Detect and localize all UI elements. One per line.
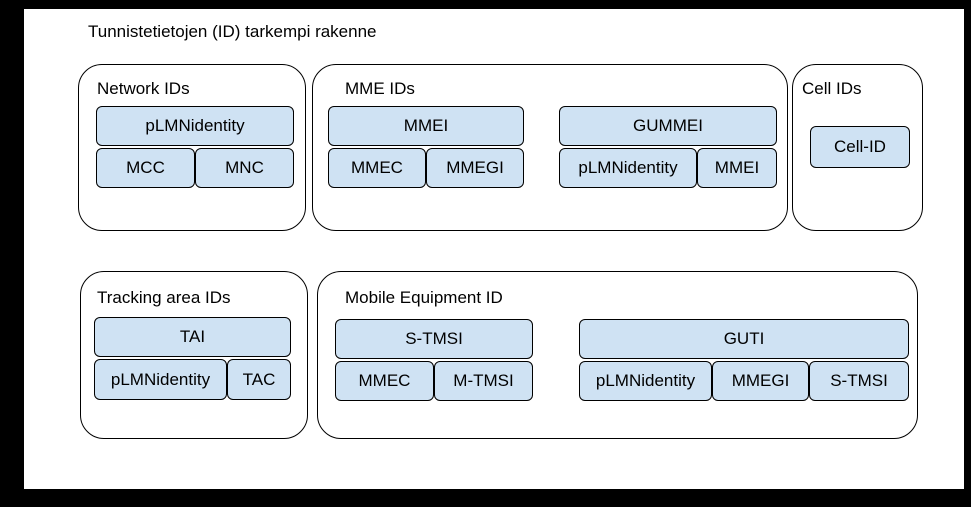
mme-ids-group [312,64,788,231]
network-ids-group [78,64,306,231]
cell-id-box: Cell-ID [810,126,910,168]
mmei-mmegi-box: MMEGI [426,148,524,188]
mme-ids-label: MME IDs [345,79,415,98]
mobile-equipment-id-label: Mobile Equipment ID [345,288,503,307]
s-tmsi-box: S-TMSI [335,319,533,359]
guti-plmnidentity-box: pLMNidentity [579,361,712,401]
guti-mmegi-box: MMEGI [712,361,809,401]
guti-s-tmsi-box: S-TMSI [809,361,909,401]
s-tmsi-mmec-box: MMEC [335,361,434,401]
gummei-box: GUMMEI [559,106,777,146]
gummei-mmei-box: MMEI [697,148,777,188]
diagram-title: Tunnistetietojen (ID) tarkempi rakenne [88,22,377,41]
network-plmnidentity-box: pLMNidentity [96,106,294,146]
tac-box: TAC [227,359,291,400]
guti-box: GUTI [579,319,909,359]
mmei-box: MMEI [328,106,524,146]
s-tmsi-m-tmsi-box: M-TMSI [434,361,533,401]
tracking-area-ids-label: Tracking area IDs [97,288,231,307]
gummei-plmnidentity-box: pLMNidentity [559,148,697,188]
tai-box: TAI [94,317,291,357]
tracking-plmnidentity-box: pLMNidentity [94,359,227,400]
network-mcc-box: MCC [96,148,195,188]
cell-ids-label: Cell IDs [802,79,862,98]
diagram-canvas: Tunnistetietojen (ID) tarkempi rakenne N… [24,9,964,489]
mmei-mmec-box: MMEC [328,148,426,188]
network-mnc-box: MNC [195,148,294,188]
network-ids-label: Network IDs [97,79,190,98]
